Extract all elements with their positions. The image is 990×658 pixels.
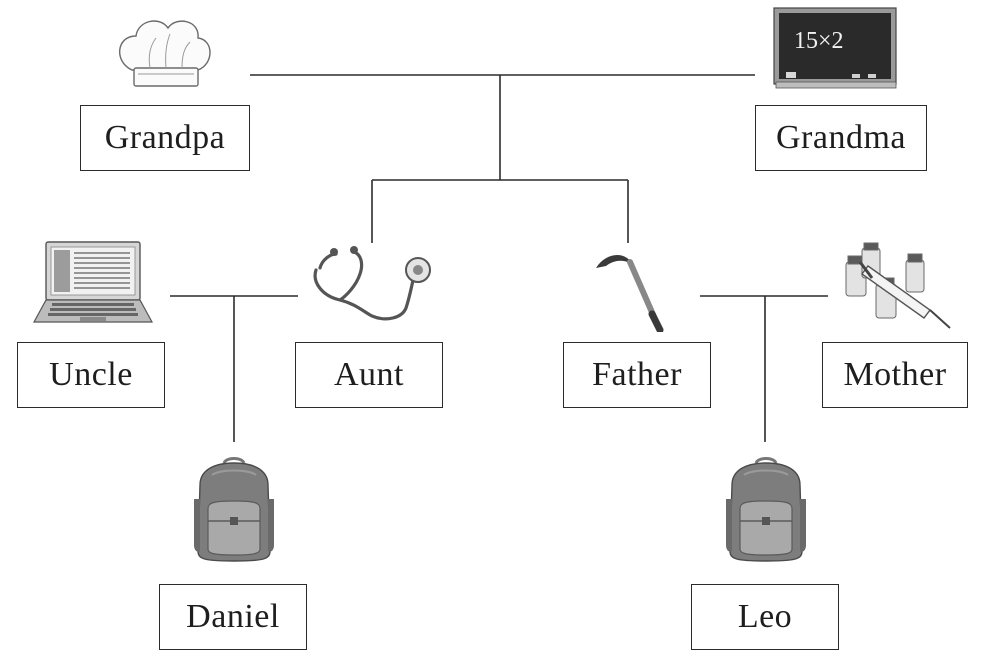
uncle-name-box: Uncle <box>17 342 165 408</box>
father-name-box: Father <box>563 342 711 408</box>
blackboard-text: 15×2 <box>794 28 844 54</box>
sickle-icon <box>596 254 664 332</box>
grandpa-name-box: Grandpa <box>80 105 250 171</box>
chef-hat-icon <box>118 20 211 87</box>
mother-name-box: Mother <box>822 342 968 408</box>
stethoscope-icon <box>313 246 431 321</box>
blackboard-icon: 15×2 <box>773 7 897 89</box>
grandma-name-box: Grandma <box>755 105 927 171</box>
leo-name-box: Leo <box>691 584 839 650</box>
laptop-icon <box>32 241 154 323</box>
school-backpack-icon <box>726 457 806 562</box>
aunt-name-box: Aunt <box>295 342 443 408</box>
school-backpack-icon <box>194 457 274 562</box>
daniel-name-box: Daniel <box>159 584 307 650</box>
medicine-syringe-icon <box>845 242 951 329</box>
